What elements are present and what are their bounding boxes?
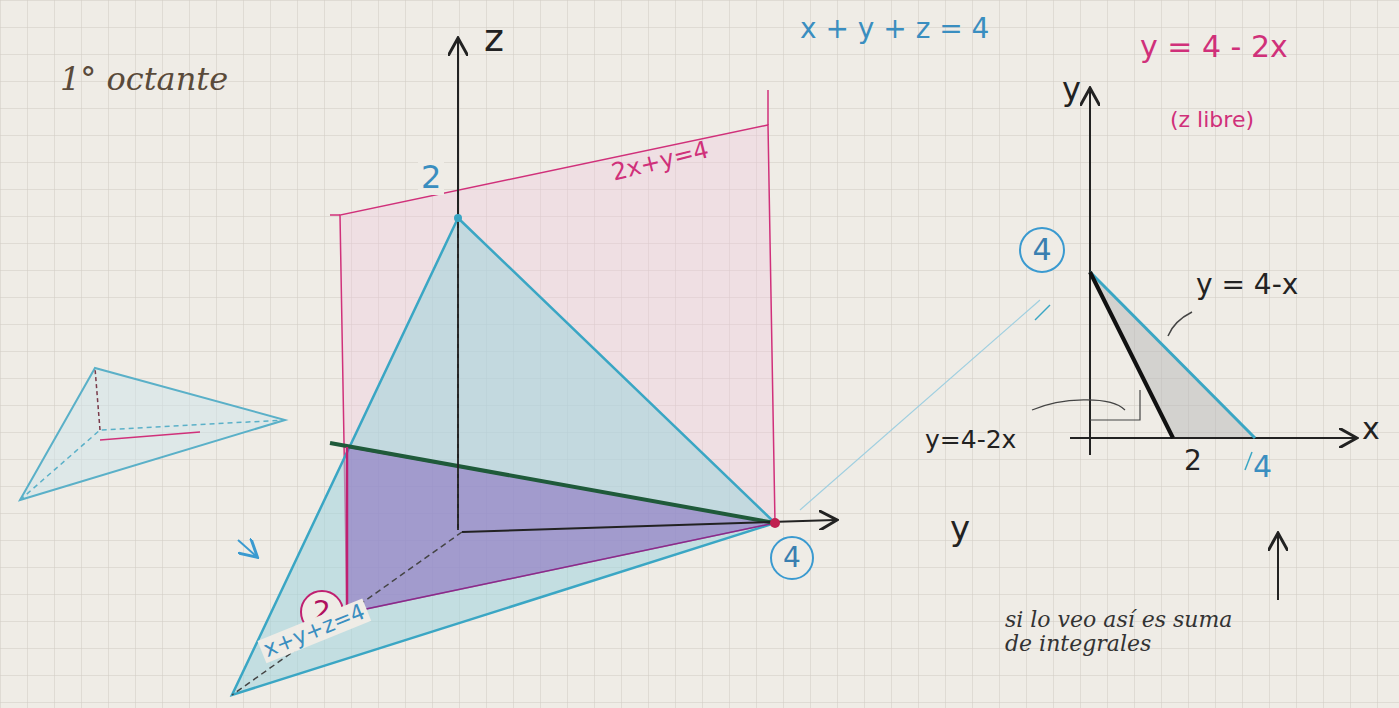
circled-number: 4 (1019, 227, 1065, 273)
axis-label: x (1362, 412, 1380, 445)
small-tetrahedron-sketch (20, 368, 285, 500)
line-equation: y = 4-x (1196, 270, 1298, 301)
axis-label: z (484, 18, 504, 60)
intercept-value: 2 (418, 160, 444, 195)
tetrahedron-3d (232, 40, 835, 695)
circled-number: 4 (770, 536, 814, 580)
plane-equation: y = 4 - 2x (1140, 30, 1288, 63)
intercept-value: 2 (1184, 446, 1202, 477)
octant-note: 1° octante (60, 62, 228, 97)
margin-note: si lo veo así es suma de integrales (1005, 608, 1240, 656)
guide-line (800, 300, 1040, 510)
circled-value: 4 (1032, 235, 1051, 265)
plane-equation: x + y + z = 4 (800, 14, 989, 45)
note: (z libre) (1170, 108, 1254, 132)
pointer-arrow (238, 540, 256, 556)
axis-label: y (1062, 72, 1081, 107)
projection-xy (1032, 90, 1355, 600)
axis-label: y (950, 510, 970, 547)
line-equation: y=4-2x (925, 426, 1016, 454)
circled-value: 4 (783, 544, 801, 572)
intercept-value: 4 (1253, 450, 1272, 483)
